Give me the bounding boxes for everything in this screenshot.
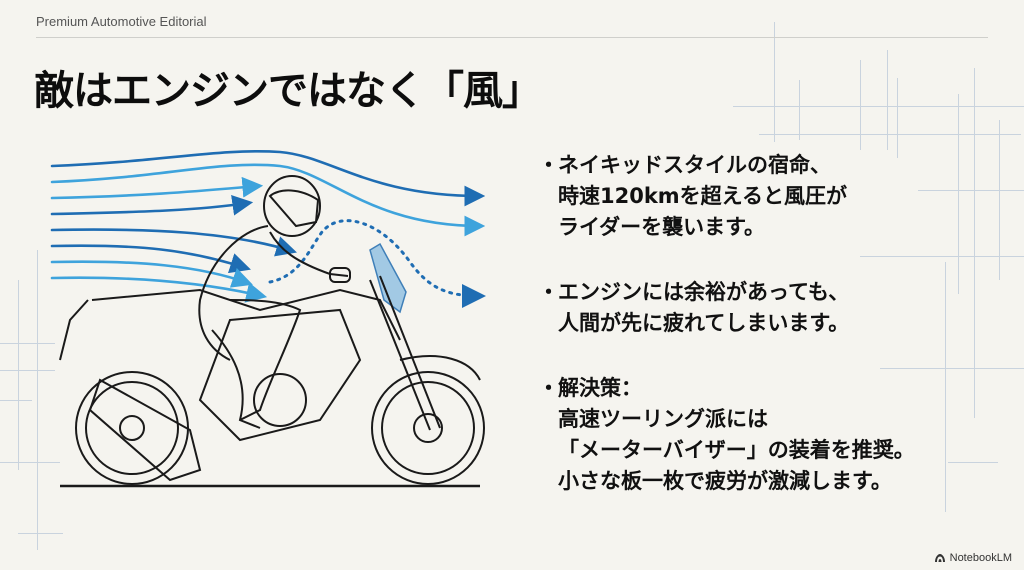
rider-line-art <box>198 175 351 429</box>
header-label: Premium Automotive Editorial <box>36 14 207 29</box>
bullet-list: ・ ネイキッドスタイルの宿命、 時速120kmを超えると風圧が ライダーを襲いま… <box>538 150 1008 527</box>
bullet-line: 人間が先に疲れてしまいます。 <box>558 311 850 335</box>
motorcycle-line-art <box>59 275 485 488</box>
bullet-item: ・ ネイキッドスタイルの宿命、 時速120kmを超えると風圧が ライダーを襲いま… <box>538 150 1008 243</box>
bullet-line: 「メーターバイザー」の装着を推奨。 <box>558 438 915 462</box>
bullet-marker: ・ <box>538 153 559 177</box>
notebooklm-brand: NotebookLM <box>934 552 1012 564</box>
bullet-line: ネイキッドスタイルの宿命、 <box>558 153 831 177</box>
motorcycle-wind-illustration <box>50 149 486 488</box>
bullet-line: エンジンには余裕があっても、 <box>558 280 850 304</box>
bullet-item: ・ エンジンには余裕があっても、 人間が先に疲れてしまいます。 <box>538 277 1008 339</box>
bullet-line: 時速120kmを超えると風圧が <box>558 184 848 208</box>
bullet-line: 解決策： <box>558 376 642 400</box>
bullet-marker: ・ <box>538 376 559 400</box>
meter-visor <box>369 242 407 314</box>
wind-flow-lines <box>50 149 486 308</box>
bullet-item: ・ 解決策： 高速ツーリング派には 「メーターバイザー」の装着を推奨。 小さな板… <box>538 373 1008 497</box>
bullet-line: 高速ツーリング派には <box>558 407 768 431</box>
header-divider <box>36 37 988 38</box>
brand-label: NotebookLM <box>949 552 1012 564</box>
slide-title: 敵はエンジンではなく「風」 <box>34 68 542 114</box>
bullet-marker: ・ <box>538 280 559 304</box>
bullet-line: 小さな板一枚で疲労が激減します。 <box>558 469 892 493</box>
bullet-line: ライダーを襲います。 <box>558 215 766 239</box>
notebooklm-logo-icon <box>934 554 945 562</box>
